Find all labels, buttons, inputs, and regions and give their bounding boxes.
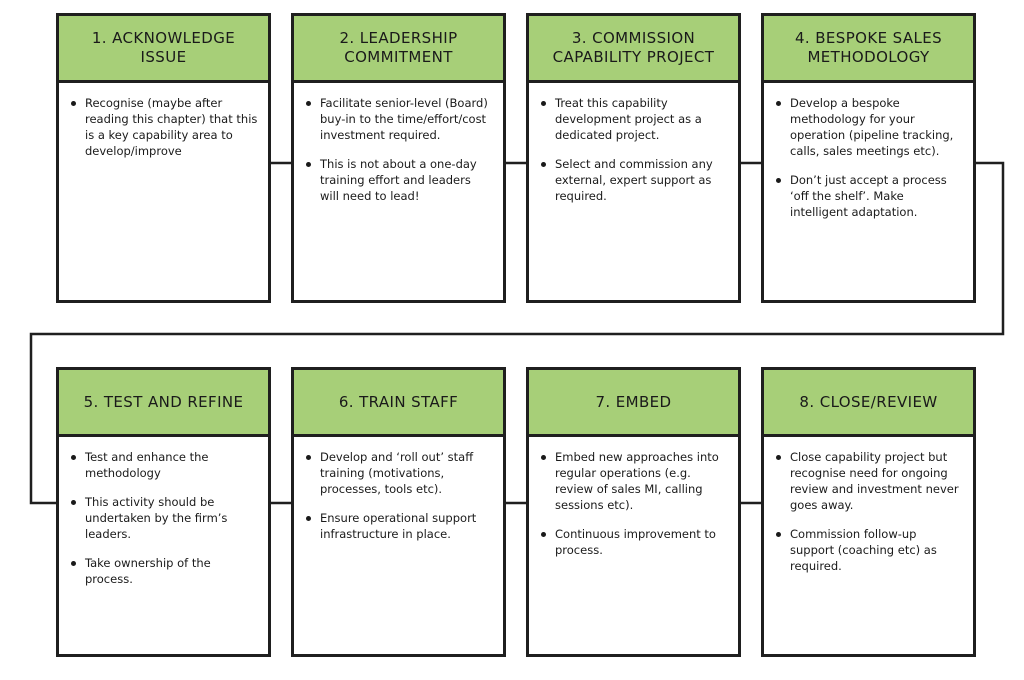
step-body: Close capability project but recognise n… [764, 437, 973, 597]
step-card-1: 1. Acknowledge issue Recognise (maybe af… [56, 13, 271, 303]
step-card-7: 7. Embed Embed new approaches into regul… [526, 367, 741, 657]
step-title: 7. Embed [595, 392, 672, 411]
bullet-text: Facilitate senior-level (Board) buy-in t… [320, 96, 488, 142]
bullet-item: Test and enhance the methodology [69, 449, 258, 481]
bullet-item: Embed new approaches into regular operat… [539, 449, 728, 513]
bullet-dot-icon [541, 455, 546, 460]
bullet-item: Ensure operational support infrastructur… [304, 510, 493, 542]
bullet-item: Close capability project but recognise n… [774, 449, 963, 513]
bullet-text: This is not about a one-day training eff… [320, 157, 477, 203]
step-title: 8. Close/review [799, 392, 938, 411]
step-card-8: 8. Close/review Close capability project… [761, 367, 976, 657]
step-card-3: 3. Commission capability project Treat t… [526, 13, 741, 303]
bullet-text: Develop a bespoke methodology for your o… [790, 96, 954, 158]
bullet-text: Treat this capability development projec… [555, 96, 702, 142]
bullet-dot-icon [306, 101, 311, 106]
bullet-item: This activity should be undertaken by th… [69, 494, 258, 542]
step-body: Develop a bespoke methodology for your o… [764, 83, 973, 243]
bullet-text: Embed new approaches into regular operat… [555, 450, 719, 512]
bullet-item: Continuous improvement to process. [539, 526, 728, 558]
bullet-dot-icon [71, 455, 76, 460]
step-header: 2. Leadership commitment [294, 16, 503, 83]
step-header: 8. Close/review [764, 370, 973, 437]
step-body: Develop and ‘roll out’ staff training (m… [294, 437, 503, 565]
bullet-item: Take ownership of the process. [69, 555, 258, 587]
step-title: 6. Train staff [338, 392, 459, 411]
bullet-text: Don’t just accept a process ‘off the she… [790, 173, 947, 219]
step-card-6: 6. Train staff Develop and ‘roll out’ st… [291, 367, 506, 657]
bullet-dot-icon [776, 455, 781, 460]
bullet-text: Develop and ‘roll out’ staff training (m… [320, 450, 474, 496]
step-body: Test and enhance the methodology This ac… [59, 437, 268, 610]
bullet-item: Select and commission any external, expe… [539, 156, 728, 204]
bullet-item: Commission follow-up support (coaching e… [774, 526, 963, 574]
bullet-list: Test and enhance the methodology This ac… [69, 449, 258, 587]
bullet-text: Take ownership of the process. [85, 556, 211, 586]
bullet-dot-icon [306, 516, 311, 521]
connector-4-5 [29, 161, 1005, 505]
step-body: Facilitate senior-level (Board) buy-in t… [294, 83, 503, 227]
bullet-dot-icon [541, 532, 546, 537]
step-title: 2. Leadership commitment [339, 29, 458, 66]
bullet-item: Don’t just accept a process ‘off the she… [774, 172, 963, 220]
bullet-dot-icon [306, 162, 311, 167]
bullet-list: Treat this capability development projec… [539, 95, 728, 204]
step-body: Treat this capability development projec… [529, 83, 738, 227]
bullet-dot-icon [71, 500, 76, 505]
step-body: Embed new approaches into regular operat… [529, 437, 738, 581]
bullet-dot-icon [541, 101, 546, 106]
step-card-2: 2. Leadership commitment Facilitate seni… [291, 13, 506, 303]
bullet-text: Recognise (maybe after reading this chap… [85, 96, 258, 158]
bullet-text: Commission follow-up support (coaching e… [790, 527, 937, 573]
step-header: 4. Bespoke sales methodology [764, 16, 973, 83]
bullet-dot-icon [71, 561, 76, 566]
bullet-text: Ensure operational support infrastructur… [320, 511, 477, 541]
bullet-dot-icon [776, 178, 781, 183]
bullet-list: Develop a bespoke methodology for your o… [774, 95, 963, 220]
bullet-item: This is not about a one-day training eff… [304, 156, 493, 204]
bullet-text: Select and commission any external, expe… [555, 157, 713, 203]
bullet-text: This activity should be undertaken by th… [85, 495, 228, 541]
bullet-item: Recognise (maybe after reading this chap… [69, 95, 258, 159]
step-card-5: 5. Test and refine Test and enhance the … [56, 367, 271, 657]
step-header: 6. Train staff [294, 370, 503, 437]
bullet-list: Develop and ‘roll out’ staff training (m… [304, 449, 493, 542]
bullet-item: Develop and ‘roll out’ staff training (m… [304, 449, 493, 497]
step-title: 4. Bespoke sales methodology [794, 29, 943, 66]
bullet-text: Close capability project but recognise n… [790, 450, 959, 512]
bullet-dot-icon [306, 455, 311, 460]
step-header: 3. Commission capability project [529, 16, 738, 83]
step-title: 1. Acknowledge issue [91, 29, 236, 66]
bullet-dot-icon [776, 532, 781, 537]
bullet-list: Facilitate senior-level (Board) buy-in t… [304, 95, 493, 204]
step-title: 3. Commission capability project [552, 29, 715, 66]
bullet-text: Continuous improvement to process. [555, 527, 716, 557]
step-header: 1. Acknowledge issue [59, 16, 268, 83]
step-title: 5. Test and refine [83, 392, 244, 411]
step-body: Recognise (maybe after reading this chap… [59, 83, 268, 182]
bullet-list: Recognise (maybe after reading this chap… [69, 95, 258, 159]
bullet-item: Develop a bespoke methodology for your o… [774, 95, 963, 159]
bullet-item: Treat this capability development projec… [539, 95, 728, 143]
step-header: 5. Test and refine [59, 370, 268, 437]
bullet-dot-icon [776, 101, 781, 106]
bullet-list: Embed new approaches into regular operat… [539, 449, 728, 558]
bullet-list: Close capability project but recognise n… [774, 449, 963, 574]
bullet-dot-icon [541, 162, 546, 167]
step-card-4: 4. Bespoke sales methodology Develop a b… [761, 13, 976, 303]
bullet-dot-icon [71, 101, 76, 106]
step-header: 7. Embed [529, 370, 738, 437]
bullet-item: Facilitate senior-level (Board) buy-in t… [304, 95, 493, 143]
bullet-text: Test and enhance the methodology [85, 450, 209, 480]
